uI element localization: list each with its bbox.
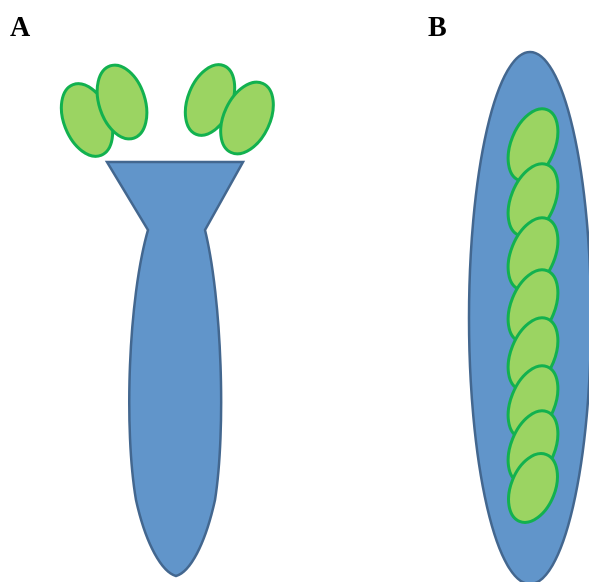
structure-b: [469, 52, 589, 582]
stalk-body: [107, 162, 243, 576]
structure-a: [51, 57, 283, 576]
